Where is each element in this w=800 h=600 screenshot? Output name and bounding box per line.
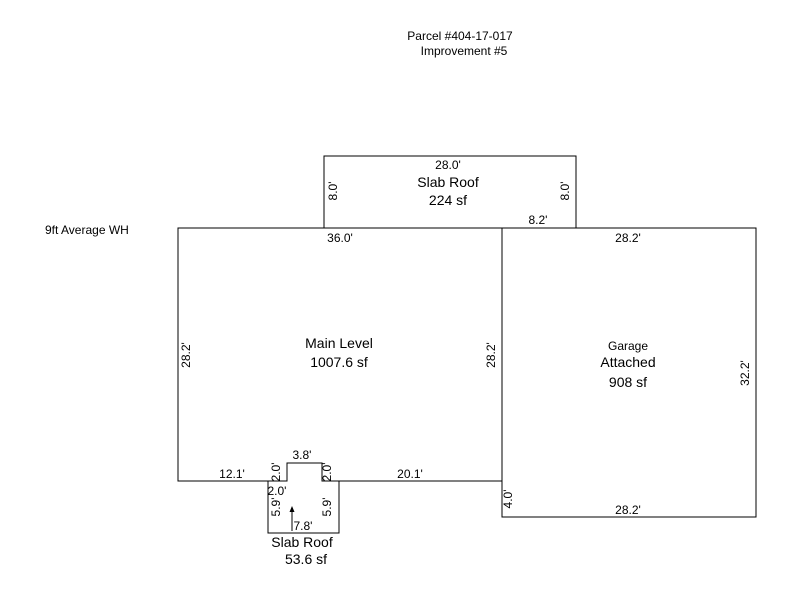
- garage-bottom-dim: 28.2': [615, 503, 641, 517]
- slab-roof-top-left-dim: 8.0': [326, 182, 340, 201]
- entry-arrow-head: [289, 506, 295, 512]
- notch-left-dim: 2.0': [269, 463, 283, 482]
- slab-roof-bottom-area: 53.6 sf: [285, 551, 327, 567]
- main-level-top-dim: 36.0': [327, 231, 353, 245]
- slab-roof-top-width: 28.0': [435, 158, 461, 172]
- notch-bottom-dim: 2.0': [268, 484, 287, 498]
- garage-label: Garage: [608, 339, 648, 353]
- garage-top-dim: 28.2': [615, 231, 641, 245]
- garage-right-dim: 32.2': [738, 360, 752, 386]
- slab-roof-bottom-right-dim: 5.9': [320, 498, 334, 517]
- notch-width-dim: 3.8': [293, 448, 312, 462]
- garage-outline: [501, 227, 757, 518]
- notch-right-dim: 2.0': [320, 463, 334, 482]
- slab-roof-top-area: 224 sf: [429, 192, 467, 208]
- improvement-title: Improvement #5: [421, 44, 508, 58]
- slab-roof-top-offset-dim: 8.2': [529, 213, 548, 227]
- slab-roof-top-right-dim: 8.0': [558, 182, 572, 201]
- garage-left-ext-dim: 4.0': [501, 490, 515, 509]
- main-level-area: 1007.6 sf: [310, 354, 368, 370]
- main-level-label: Main Level: [305, 335, 373, 351]
- garage-type: Attached: [600, 354, 655, 370]
- slab-roof-bottom-width-dim: 7.8': [294, 519, 313, 533]
- main-level-left-dim: 28.2': [179, 342, 193, 368]
- wall-height-note: 9ft Average WH: [45, 223, 129, 237]
- slab-roof-top-label: Slab Roof: [417, 174, 479, 190]
- slab-roof-bottom-left-dim: 5.9': [269, 498, 283, 517]
- parcel-title: Parcel #404-17-017: [407, 29, 513, 43]
- slab-roof-bottom-label: Slab Roof: [271, 534, 333, 550]
- main-level-bottom-right-dim: 20.1': [397, 467, 423, 481]
- garage-area: 908 sf: [609, 374, 647, 390]
- main-level-bottom-left-dim: 12.1': [219, 467, 245, 481]
- main-level-right-dim: 28.2': [484, 342, 498, 368]
- slab-roof-bottom-outline: [267, 481, 340, 534]
